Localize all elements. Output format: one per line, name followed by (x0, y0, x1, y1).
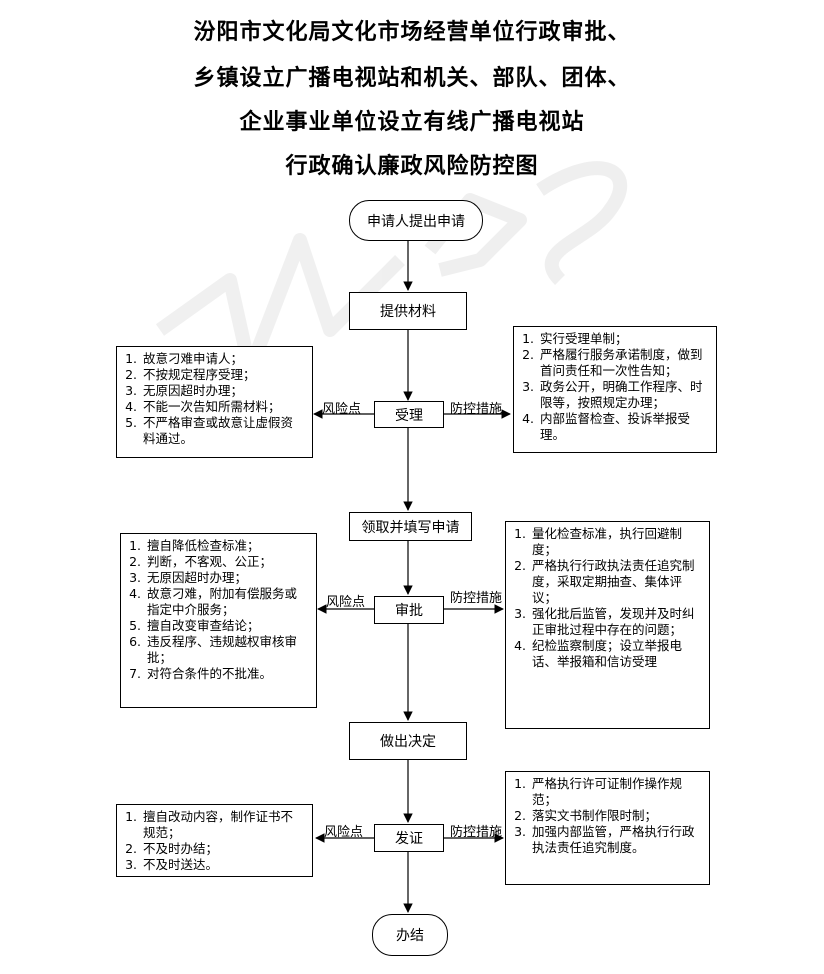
accept-control-list: 实行受理单制； 严格履行服务承诺制度，做到首问责任和一次性告知； 政务公开，明确… (513, 326, 717, 453)
list-item: 对符合条件的不批准。 (145, 666, 308, 682)
issue-risk-list: 擅自改动内容，制作证书不规范； 不及时办结； 不及时送达。 (116, 804, 313, 877)
provide-materials-step: 提供材料 (349, 292, 467, 330)
list-item: 严格执行许可证制作操作规范； (530, 776, 701, 808)
list-item: 政务公开，明确工作程序、时限等，按照规定办理； (538, 379, 708, 411)
list-item: 严格执行行政执法责任追究制度，采取定期抽查、集体评议； (530, 558, 701, 606)
decision-step: 做出决定 (349, 722, 467, 760)
risk-label-review: 风险点 (326, 595, 366, 610)
accept-risk-list: 故意刁难申请人； 不按规定程序受理； 无原因超时办理； 不能一次告知所需材料； … (116, 346, 313, 458)
issue-control-list: 严格执行许可证制作操作规范； 落实文书制作限时制； 加强内部监管，严格执行行政执… (505, 771, 710, 885)
list-item: 不能一次告知所需材料； (141, 399, 304, 415)
risk-label-issue: 风险点 (324, 825, 364, 840)
list-item: 强化批后监管，发现并及时纠正审批过程中存在的问题； (530, 606, 701, 638)
list-item: 不严格审查或故意让虚假资料通过。 (141, 415, 304, 447)
list-item: 无原因超时办理； (141, 383, 304, 399)
control-label-issue: 防控措施 (450, 825, 503, 840)
title-line-4: 行政确认廉政风险防控图 (285, 153, 539, 179)
list-item: 严格履行服务承诺制度，做到首问责任和一次性告知； (538, 347, 708, 379)
review-control-list: 量化检查标准，执行回避制度； 严格执行行政执法责任追究制度，采取定期抽查、集体评… (505, 521, 710, 729)
list-item: 故意刁难，附加有偿服务或指定中介服务； (145, 586, 308, 618)
list-item: 实行受理单制； (538, 331, 708, 347)
list-item: 故意刁难申请人； (141, 351, 304, 367)
list-item: 擅自改动内容，制作证书不规范； (141, 809, 304, 841)
risk-label-accept: 风险点 (322, 402, 362, 417)
title-line-3: 企业事业单位设立有线广播电视站 (239, 109, 585, 135)
start-node: 申请人提出申请 (349, 200, 483, 241)
list-item: 擅自降低检查标准； (145, 538, 308, 554)
list-item: 加强内部监管，严格执行行政执法责任追究制度。 (530, 824, 701, 856)
list-item: 纪检监察制度；设立举报电话、举报箱和信访受理 (530, 638, 701, 670)
review-step: 审批 (374, 596, 444, 624)
list-item: 不及时送达。 (141, 857, 304, 873)
list-item: 不及时办结； (141, 841, 304, 857)
title-line-1: 汾阳市文化局文化市场经营单位行政审批、 (193, 19, 631, 45)
issue-certificate-step: 发证 (374, 824, 444, 852)
review-risk-list: 擅自降低检查标准； 判断，不客观、公正； 无原因超时办理； 故意刁难，附加有偿服… (120, 533, 317, 708)
list-item: 量化检查标准，执行回避制度； (530, 526, 701, 558)
list-item: 落实文书制作限时制； (530, 808, 701, 824)
list-item: 违反程序、违规越权审核审批； (145, 634, 308, 666)
list-item: 擅自改变审查结论； (145, 618, 308, 634)
list-item: 内部监督检查、投诉举报受理。 (538, 411, 708, 443)
control-label-review: 防控措施 (450, 591, 503, 606)
accept-step: 受理 (374, 401, 444, 428)
fill-application-step: 领取并填写申请 (349, 512, 472, 541)
list-item: 判断，不客观、公正； (145, 554, 308, 570)
list-item: 无原因超时办理； (145, 570, 308, 586)
control-label-accept: 防控措施 (450, 402, 503, 417)
list-item: 不按规定程序受理； (141, 367, 304, 383)
end-node: 办结 (372, 914, 448, 956)
title-line-2: 乡镇设立广播电视站和机关、部队、团体、 (193, 65, 631, 91)
